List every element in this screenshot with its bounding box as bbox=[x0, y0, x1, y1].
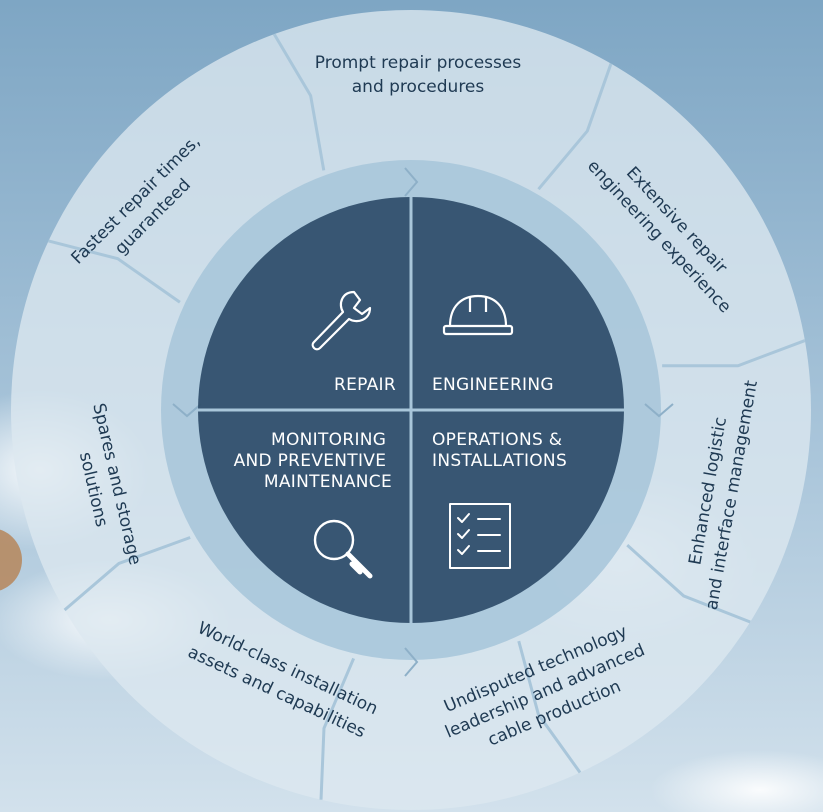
quadrant-label-monitoring: MONITORING AND PREVENTIVE MAINTENANCE bbox=[234, 430, 392, 492]
segment-divider bbox=[319, 657, 356, 800]
segment-label-line: Prompt repair processes bbox=[315, 53, 522, 73]
quadrant-label-repair: REPAIR bbox=[334, 375, 396, 395]
ring-notch bbox=[644, 403, 674, 418]
ring-notch bbox=[404, 647, 419, 677]
magnifier-icon bbox=[313, 519, 373, 579]
segment-divider bbox=[48, 239, 181, 304]
core-circle bbox=[198, 197, 624, 623]
segment-divider bbox=[272, 33, 326, 171]
segment-divider bbox=[662, 339, 806, 368]
wrench-icon bbox=[311, 290, 372, 351]
inner-ring-notches bbox=[172, 167, 674, 677]
partial-badge bbox=[0, 529, 22, 591]
ring-notch bbox=[404, 167, 419, 197]
segment-label-prompt-repair: Prompt repair processes and procedures bbox=[315, 53, 522, 97]
checklist-icon bbox=[449, 503, 511, 569]
quadrant-label-engineering: ENGINEERING bbox=[432, 375, 554, 395]
cloud bbox=[650, 750, 823, 812]
ring-notch bbox=[172, 403, 202, 418]
outer-ring-dividers bbox=[48, 33, 806, 800]
segment-divider bbox=[537, 63, 613, 191]
segment-divider bbox=[63, 536, 191, 612]
segment-divider bbox=[517, 640, 582, 774]
segment-divider bbox=[626, 544, 751, 624]
hard-hat-icon bbox=[442, 294, 514, 336]
segment-label-line: and procedures bbox=[352, 77, 485, 97]
quadrant-label-operations: OPERATIONS & INSTALLATIONS bbox=[432, 430, 568, 471]
